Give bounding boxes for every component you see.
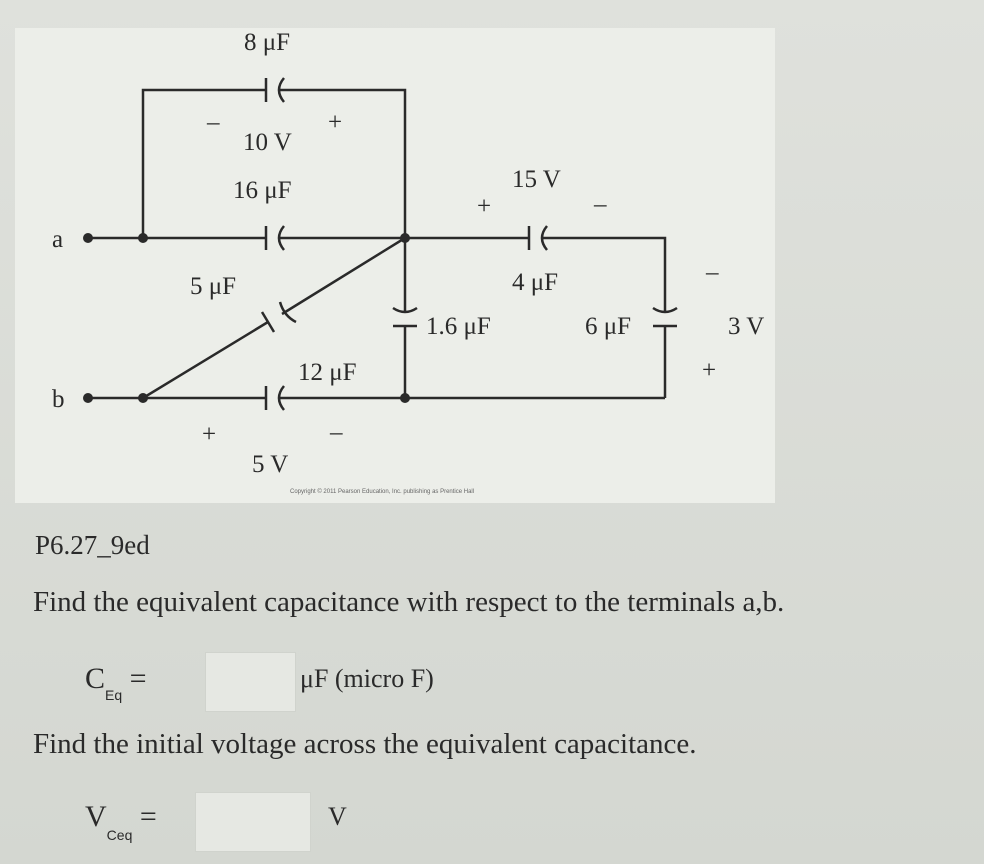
- ceq-unit: μF (micro F): [300, 664, 434, 693]
- circuit-figure: [15, 28, 775, 503]
- minus-15v: –: [593, 191, 607, 218]
- plus-3v: +: [702, 357, 716, 384]
- node: [138, 233, 148, 243]
- plus-5v: +: [202, 421, 216, 448]
- label-15v: 15 V: [512, 166, 561, 193]
- terminal-b-label: b: [52, 386, 65, 413]
- label-6uf: 6 μF: [585, 313, 631, 340]
- label-12uf: 12 μF: [298, 359, 357, 386]
- plus-15v: +: [477, 193, 491, 220]
- problem-id: P6.27_9ed: [35, 530, 150, 560]
- minus-5v: –: [329, 419, 343, 446]
- circuit-diagram: a b 8 μF – 10 V + 16 μF 15 V + – 4 μF 5 …: [52, 29, 764, 495]
- label-8uf: 8 μF: [244, 29, 290, 56]
- label-10v: 10 V: [243, 129, 292, 156]
- ceq-label: CEq =: [85, 662, 147, 703]
- capacitor-16uf: [264, 225, 285, 251]
- capacitor-12uf: [264, 385, 285, 411]
- label-5v: 5 V: [252, 451, 288, 478]
- capacitor-4uf: [527, 225, 548, 251]
- capacitor-8uf: [264, 77, 285, 103]
- label-16uf: 16 μF: [233, 177, 292, 204]
- label-5uf: 5 μF: [190, 273, 236, 300]
- capacitor-1-6uf: [392, 306, 418, 328]
- minus-10v: –: [206, 109, 220, 136]
- wire-a: [88, 236, 667, 312]
- terminal-a-label: a: [52, 226, 63, 253]
- label-4uf: 4 μF: [512, 269, 558, 296]
- label-1-6uf: 1.6 μF: [426, 313, 491, 340]
- capacitor-6uf: [652, 306, 678, 328]
- wire-top-loop: [141, 88, 407, 238]
- vceq-input[interactable]: [195, 792, 311, 852]
- label-3v: 3 V: [728, 313, 764, 340]
- question-1: Find the equivalent capacitance with res…: [33, 586, 785, 618]
- plus-10v: +: [328, 109, 342, 136]
- vceq-label: VCeq =: [85, 800, 157, 843]
- node: [400, 233, 410, 243]
- capacitor-5uf: [260, 301, 297, 333]
- vceq-unit: V: [328, 802, 347, 831]
- node: [138, 393, 148, 403]
- ceq-input[interactable]: [205, 652, 296, 712]
- wire-5uf: [142, 236, 406, 400]
- terminal-a-dot: [83, 233, 93, 243]
- terminal-b-dot: [83, 393, 93, 403]
- minus-3v: –: [705, 259, 719, 286]
- node: [400, 393, 410, 403]
- copyright-note: Copyright © 2011 Pearson Education, Inc.…: [290, 488, 474, 495]
- question-2: Find the initial voltage across the equi…: [33, 728, 697, 760]
